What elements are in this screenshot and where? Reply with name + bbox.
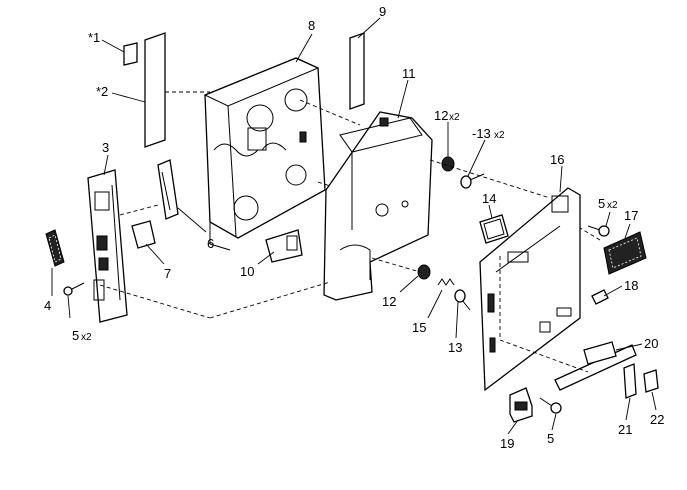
label-part-5-bottom: 5 — [547, 431, 554, 446]
label-part-14: 14 — [482, 191, 496, 206]
part-12-gear-bottom — [417, 264, 431, 280]
label-part-4: 4 — [44, 298, 51, 313]
assembly-lines — [99, 91, 601, 373]
part-9-strip — [349, 32, 365, 110]
label-part-5-left-qty: x2 — [81, 332, 92, 343]
leader-lines — [51, 17, 657, 435]
part-13-screw-top — [460, 173, 485, 189]
label-part-1: *1 — [88, 30, 100, 45]
label-part-20: 20 — [644, 336, 658, 351]
part-6-bracket — [157, 159, 179, 220]
screw-5-right — [587, 225, 610, 237]
part-20-flex-cable — [554, 341, 637, 391]
label-part-6: 6 — [207, 236, 214, 251]
label-part-9: 9 — [379, 4, 386, 19]
label-part-22: 22 — [650, 412, 664, 427]
part-19-bracket — [509, 387, 533, 423]
label-part-5-right: 5 — [598, 196, 605, 211]
label-part-12-top: 12 — [434, 108, 448, 123]
label-part-5-right-qty: x2 — [607, 200, 618, 211]
part-11-chassis — [323, 111, 433, 301]
part-18-clip — [591, 289, 609, 305]
part-17-grille — [603, 231, 647, 275]
part-7-sheet — [131, 220, 156, 249]
part-2-sheet — [144, 32, 166, 148]
label-part-18: 18 — [624, 278, 638, 293]
label-part-15: 15 — [412, 320, 426, 335]
part-10-connector — [265, 229, 303, 263]
part-4-grille — [45, 229, 65, 267]
screw-5-left — [63, 282, 85, 296]
label-part-13-bottom: 13 — [448, 340, 462, 355]
label-part-8: 8 — [308, 18, 315, 33]
label-part-17: 17 — [624, 208, 638, 223]
label-part-2: *2 — [96, 84, 108, 99]
label-part-12-bottom: 12 — [382, 294, 396, 309]
label-part-16: 16 — [550, 152, 564, 167]
label-part-5-left: 5 — [72, 328, 79, 343]
part-13-screw-bottom — [454, 289, 471, 311]
part-16-right-board — [479, 187, 581, 392]
part-14-pad — [479, 214, 509, 244]
label-part-7: 7 — [164, 266, 171, 281]
label-part-13-top: -13 — [472, 126, 491, 141]
part-21-sheet — [623, 363, 637, 399]
label-part-3: 3 — [102, 140, 109, 155]
part-1-label-sheet — [123, 42, 138, 66]
label-part-13-top-qty: x2 — [494, 130, 505, 141]
label-part-19: 19 — [500, 436, 514, 451]
part-15-spring — [437, 278, 455, 286]
label-part-21: 21 — [618, 422, 632, 437]
screw-5-bottom — [539, 397, 562, 414]
callout-labels: *1 *2 3 4 5 x2 6 7 8 9 10 11 12 x2 -13 x… — [44, 4, 664, 451]
label-part-11: 11 — [402, 66, 416, 81]
part-22-sheet — [643, 369, 659, 393]
label-part-10: 10 — [240, 264, 254, 279]
part-8-mechanism — [203, 57, 326, 251]
part-3-left-board — [87, 169, 128, 323]
label-part-12-top-qty: x2 — [449, 112, 460, 123]
